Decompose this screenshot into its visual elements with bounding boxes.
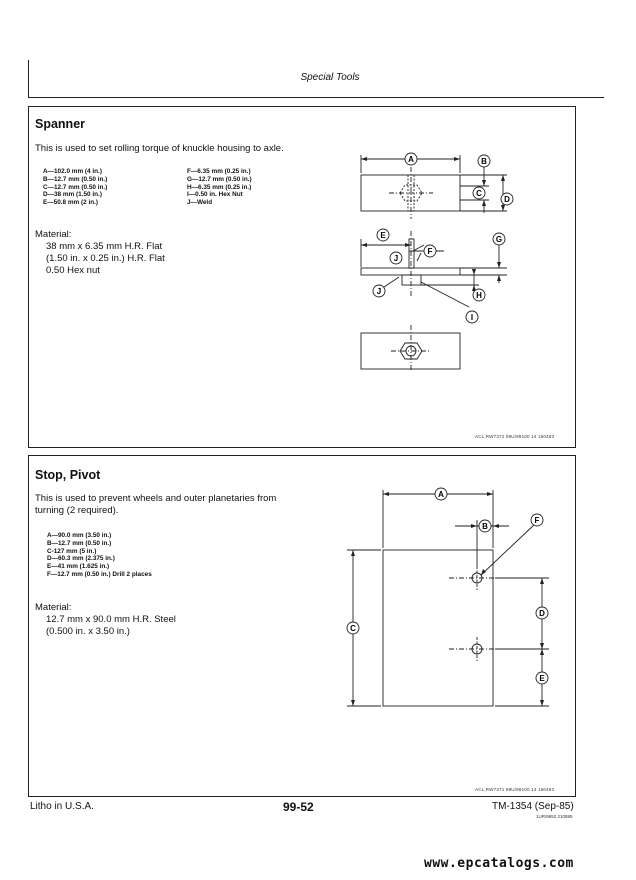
- stop-pivot-diagram: A B F C D E: [346, 487, 549, 707]
- footer-litho: Litho in U.S.A.: [30, 801, 94, 812]
- svg-text:E: E: [539, 674, 545, 683]
- svg-text:J: J: [377, 287, 381, 296]
- spanner-specs-right: F—6.35 mm (0.25 in.) G—12.7 mm (0.50 in.…: [187, 168, 252, 207]
- svg-text:G: G: [496, 235, 502, 244]
- spanner-side-view-plate: [360, 267, 461, 276]
- spanner-top-view-plate: [360, 174, 461, 212]
- callout-g: G: [492, 232, 506, 246]
- spanner-side-view-bolt: [408, 238, 415, 269]
- callout-c: C: [346, 621, 360, 635]
- spanner-title: Spanner: [35, 117, 86, 131]
- material-line: (1.50 in. x 0.25 in.) H.R. Flat: [46, 253, 165, 264]
- callout-f: F: [530, 513, 544, 527]
- material-line: (0.500 in. x 3.50 in.): [46, 626, 130, 637]
- callout-a: A: [404, 152, 418, 166]
- spec-item: A—90.0 mm (3.50 in.): [47, 532, 112, 539]
- site-watermark: www.epcatalogs.com: [424, 856, 574, 871]
- spanner-specs-left: A—102.0 mm (4 in.) B—12.7 mm (0.50 in.) …: [43, 168, 107, 207]
- material-line: 38 mm x 6.35 mm H.R. Flat: [46, 241, 163, 252]
- spec-item: H—6.35 mm (0.25 in.): [187, 183, 252, 191]
- spec-item: C-127 mm (5 in.): [47, 547, 97, 555]
- spanner-panel: Spanner This is used to set rolling torq…: [28, 106, 576, 448]
- svg-text:C: C: [350, 624, 356, 633]
- spanner-side-view-nut: [401, 274, 422, 286]
- footer-tm-number: TM-1354 (Sep-85): [492, 801, 574, 812]
- spec-item: B—12.7 mm (0.50 in.): [43, 175, 108, 183]
- stop-pivot-description: This is used to prevent wheels and outer…: [35, 493, 335, 517]
- svg-text:C: C: [476, 189, 482, 198]
- callout-i: I: [465, 310, 479, 324]
- spec-item: E—41 mm (1.625 in.): [47, 563, 110, 571]
- spec-item: D—60.3 mm (2.375 in.): [47, 555, 115, 563]
- callout-e: E: [376, 228, 390, 242]
- stop-pivot-material: Material: 12.7 mm x 90.0 mm H.R. Steel (…: [35, 602, 176, 638]
- stop-pivot-panel: Stop, Pivot This is used to prevent whee…: [28, 455, 576, 797]
- page-header-title: Special Tools: [300, 72, 360, 83]
- callout-a: A: [434, 487, 448, 501]
- callout-d: D: [535, 606, 549, 620]
- description-line: This is used to prevent wheels and outer…: [35, 493, 277, 504]
- callout-j-weld-lower: J: [372, 284, 386, 298]
- svg-text:B: B: [482, 522, 488, 531]
- spec-item: C—12.7 mm (0.50 in.): [43, 183, 108, 191]
- svg-text:F: F: [428, 247, 433, 256]
- svg-text:E: E: [380, 231, 386, 240]
- spec-item: E—50.8 mm (2 in.): [43, 199, 99, 207]
- stop-pivot-title: Stop, Pivot: [35, 468, 101, 482]
- spec-item: F—6.35 mm (0.25 in.): [187, 168, 251, 175]
- spanner-diagram: A B C D E F G J J H I: [360, 152, 514, 372]
- svg-text:H: H: [476, 291, 482, 300]
- material-line: 12.7 mm x 90.0 mm H.R. Steel: [46, 614, 176, 625]
- spec-item: D—38 mm (1.50 in.): [43, 191, 102, 199]
- spec-item: I—0.50 in. Hex Nut: [187, 191, 243, 199]
- spec-item: F—12.7 mm (0.50 in.) Drill 2 places: [47, 570, 152, 578]
- stop-pivot-figure-caption: ACL;RW7371 99U/99100 13 150483: [475, 787, 555, 792]
- spec-item: A—102.0 mm (4 in.): [43, 168, 102, 175]
- svg-text:D: D: [539, 609, 545, 618]
- header-left-rule: [28, 60, 29, 97]
- footer-code: 1UR/9952 210885: [536, 814, 573, 819]
- spec-item: G—12.7 mm (0.50 in.): [187, 175, 252, 183]
- stop-pivot-plate: [382, 549, 494, 707]
- callout-b: B: [478, 519, 492, 533]
- spanner-figure-caption: ACL;RW7372 99U/99100 14 150483: [475, 434, 555, 439]
- svg-text:J: J: [394, 254, 398, 263]
- callout-j-weld-upper: J: [389, 251, 403, 265]
- spanner-description: This is used to set rolling torque of kn…: [35, 143, 284, 154]
- header-bottom-rule: [28, 97, 604, 98]
- material-label: Material:: [35, 229, 72, 240]
- callout-e: E: [535, 671, 549, 685]
- spec-item: J—Weld: [187, 199, 213, 207]
- svg-text:I: I: [471, 313, 473, 322]
- svg-text:F: F: [535, 516, 540, 525]
- material-label: Material:: [35, 602, 72, 613]
- description-line: turning (2 required).: [35, 505, 119, 516]
- spec-item: B—12.7 mm (0.50 in.): [47, 539, 112, 547]
- stop-pivot-specs: A—90.0 mm (3.50 in.) B—12.7 mm (0.50 in.…: [47, 532, 152, 579]
- callout-d: D: [500, 192, 514, 206]
- spanner-material: Material: 38 mm x 6.35 mm H.R. Flat (1.5…: [35, 229, 165, 277]
- material-line: 0.50 Hex nut: [46, 265, 100, 276]
- callout-c: C: [472, 186, 486, 200]
- svg-text:A: A: [438, 490, 444, 499]
- svg-text:B: B: [481, 157, 487, 166]
- svg-text:D: D: [504, 195, 510, 204]
- spanner-bottom-view-plate: [360, 332, 461, 370]
- footer-page-number: 99-52: [283, 800, 314, 814]
- svg-text:A: A: [408, 155, 414, 164]
- callout-b: B: [477, 154, 491, 168]
- callout-f: F: [423, 244, 437, 258]
- callout-h: H: [472, 288, 486, 302]
